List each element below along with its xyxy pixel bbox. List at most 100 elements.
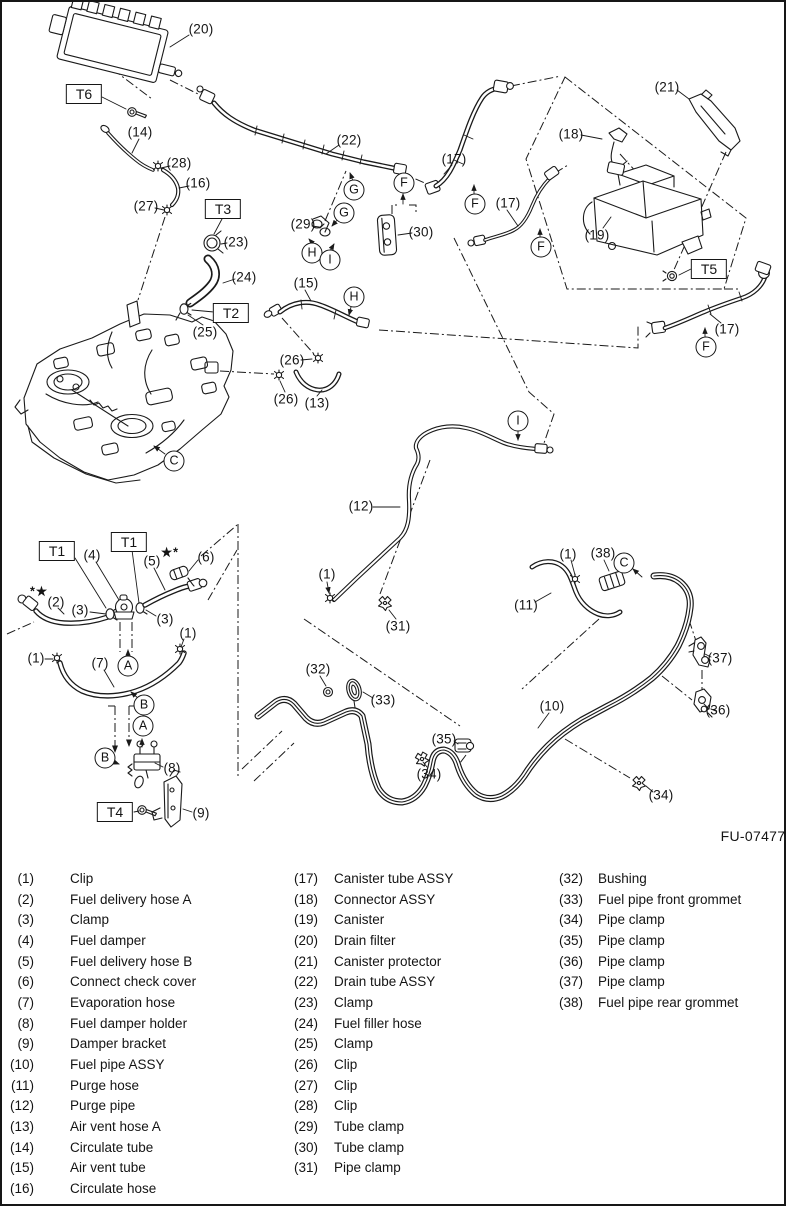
callout-18: (18) bbox=[558, 126, 584, 142]
callout-26-b: (26) bbox=[273, 391, 299, 407]
part-damper-bracket bbox=[151, 769, 183, 828]
legend-row-19: (19)Canister bbox=[287, 909, 453, 930]
legend-item-number: (25) bbox=[293, 1036, 318, 1052]
callout-13: (13) bbox=[304, 395, 330, 411]
legend-row-3: (3)Clamp bbox=[3, 909, 196, 930]
part-canister-protector bbox=[688, 89, 741, 157]
legend-item-label: Drain tube ASSY bbox=[334, 974, 436, 990]
legend-column-2: (17)Canister tube ASSY(18)Connector ASSY… bbox=[287, 868, 453, 1178]
legend-item-number: (10) bbox=[9, 1057, 34, 1073]
callout-1-d: (1) bbox=[559, 546, 577, 562]
callout-36: (36) bbox=[705, 702, 731, 718]
legend-item-label: Fuel damper bbox=[70, 932, 146, 948]
legend-row-32: (32) Bushing bbox=[552, 868, 741, 889]
t5-box: T5 bbox=[690, 259, 728, 279]
callout-30: (30) bbox=[408, 224, 434, 240]
circle-H-2: H bbox=[343, 286, 365, 308]
callout-17-c: (17) bbox=[714, 321, 740, 337]
callout-11: (11) bbox=[514, 597, 538, 613]
legend-item-label: Clip bbox=[334, 1098, 358, 1114]
legend-item-number: (24) bbox=[293, 1015, 318, 1031]
part-pipe-clamp-37 bbox=[688, 636, 711, 668]
callout-31: (31) bbox=[385, 618, 411, 634]
callout-15: (15) bbox=[293, 275, 319, 291]
callout-22: (22) bbox=[336, 132, 362, 148]
legend-item-label: Air vent hose A bbox=[70, 1119, 161, 1135]
part-fuel-damper bbox=[105, 594, 148, 621]
legend-item-label: Fuel pipe ASSY bbox=[70, 1057, 165, 1073]
callout-26-a: (26) bbox=[279, 352, 305, 368]
legend-item-number: (20) bbox=[293, 932, 318, 948]
legend-item-label: Fuel pipe rear grommet bbox=[598, 994, 739, 1010]
legend-row-8: (8)Fuel damper holder bbox=[3, 1013, 196, 1034]
part-canister-tube-b bbox=[467, 165, 560, 247]
legend-item-label: Clip bbox=[334, 1057, 358, 1073]
legend-item-label: Canister bbox=[334, 912, 385, 928]
legend-item-number: (29) bbox=[293, 1119, 318, 1135]
t1-box-b: T1 bbox=[110, 532, 148, 552]
legend-item-label: Canister protector bbox=[334, 953, 442, 969]
legend-row-10: (10) Fuel pipe ASSY bbox=[3, 1054, 196, 1075]
legend-row-5: (5)Fuel delivery hose B bbox=[3, 951, 196, 972]
legend-item-number: (2) bbox=[17, 891, 35, 907]
circle-C-2: C bbox=[613, 552, 635, 574]
legend-item-label: Canister tube ASSY bbox=[334, 870, 454, 886]
callout-6: (6) bbox=[197, 549, 215, 565]
legend-row-13: (13)Air vent hose A bbox=[3, 1116, 196, 1137]
circle-G-1: G bbox=[343, 179, 365, 201]
callout-17-b: (17) bbox=[495, 195, 521, 211]
legend-row-16: (16)Circulate hose bbox=[3, 1178, 196, 1199]
callout-33: (33) bbox=[370, 692, 396, 708]
legend-item-number: (38) bbox=[558, 994, 583, 1010]
circle-F-3: F bbox=[530, 236, 552, 258]
callout-5: (5) bbox=[143, 553, 161, 569]
circle-F-4: F bbox=[695, 336, 717, 358]
legend-item-number: (6) bbox=[17, 974, 35, 990]
legend-column-1: (1)Clip(2)Fuel delivery hose A(3)Clamp(4… bbox=[3, 868, 196, 1199]
callout-21: (21) bbox=[654, 79, 680, 95]
star-marker-5: ★* bbox=[160, 545, 180, 560]
legend-row-2: (2)Fuel delivery hose A bbox=[3, 889, 196, 910]
circle-B-1: B bbox=[133, 694, 155, 716]
callout-8: (8) bbox=[163, 760, 181, 776]
legend-item-label: Circulate hose bbox=[70, 1181, 157, 1197]
legend-row-15: (15)Air vent tube bbox=[3, 1158, 196, 1179]
legend-row-11: (11)Purge hose bbox=[3, 1075, 196, 1096]
legend-item-label: Fuel pipe front grommet bbox=[598, 891, 742, 907]
callout-10: (10) bbox=[539, 698, 565, 714]
legend-item-number: (3) bbox=[17, 912, 35, 928]
callout-1-c: (1) bbox=[27, 650, 45, 666]
callout-29: (29) bbox=[290, 216, 316, 232]
part-rear-grommet bbox=[598, 570, 626, 592]
part-tube-clamp-30 bbox=[376, 214, 398, 256]
legend-row-26: (26) Clip bbox=[287, 1054, 453, 1075]
legend-row-33: (33)Fuel pipe front grommet bbox=[552, 889, 741, 910]
legend-row-21: (21)Canister protector bbox=[287, 951, 453, 972]
part-connector-assy bbox=[606, 127, 628, 176]
legend-item-number: (9) bbox=[17, 1036, 35, 1052]
t5-nut bbox=[662, 270, 678, 282]
part-drain-filter bbox=[48, 2, 183, 83]
legend-item-number: (12) bbox=[9, 1098, 34, 1114]
callout-34-b: (34) bbox=[648, 787, 674, 803]
part-air-vent-hose-a bbox=[273, 352, 342, 393]
circle-C-1: C bbox=[163, 450, 185, 472]
legend-column-3: (32)Bushing(33)Fuel pipe front grommet(3… bbox=[552, 868, 741, 1013]
t2-box: T2 bbox=[212, 303, 250, 323]
callout-2: (2) bbox=[47, 594, 65, 610]
legend-item-label: Clip bbox=[70, 870, 94, 886]
legend-row-34: (34)Pipe clamp bbox=[552, 909, 741, 930]
legend-item-label: Clamp bbox=[334, 1036, 374, 1052]
part-pipe-clamp-35 bbox=[454, 738, 475, 753]
legend-item-number: (32) bbox=[558, 870, 583, 886]
part-connect-check-cover bbox=[169, 565, 195, 587]
legend-item-number: (26) bbox=[293, 1057, 318, 1073]
legend-row-28: (28)Clip bbox=[287, 1096, 453, 1117]
legend-item-label: Evaporation hose bbox=[70, 994, 176, 1010]
legend-item-label: Clamp bbox=[334, 994, 374, 1010]
legend-item-label: Drain filter bbox=[334, 932, 396, 948]
legend-item-label: Bushing bbox=[598, 870, 647, 886]
legend-item-label: Fuel damper holder bbox=[70, 1015, 188, 1031]
part-clamp-23 bbox=[203, 230, 224, 254]
part-fuel-tank bbox=[14, 300, 234, 484]
